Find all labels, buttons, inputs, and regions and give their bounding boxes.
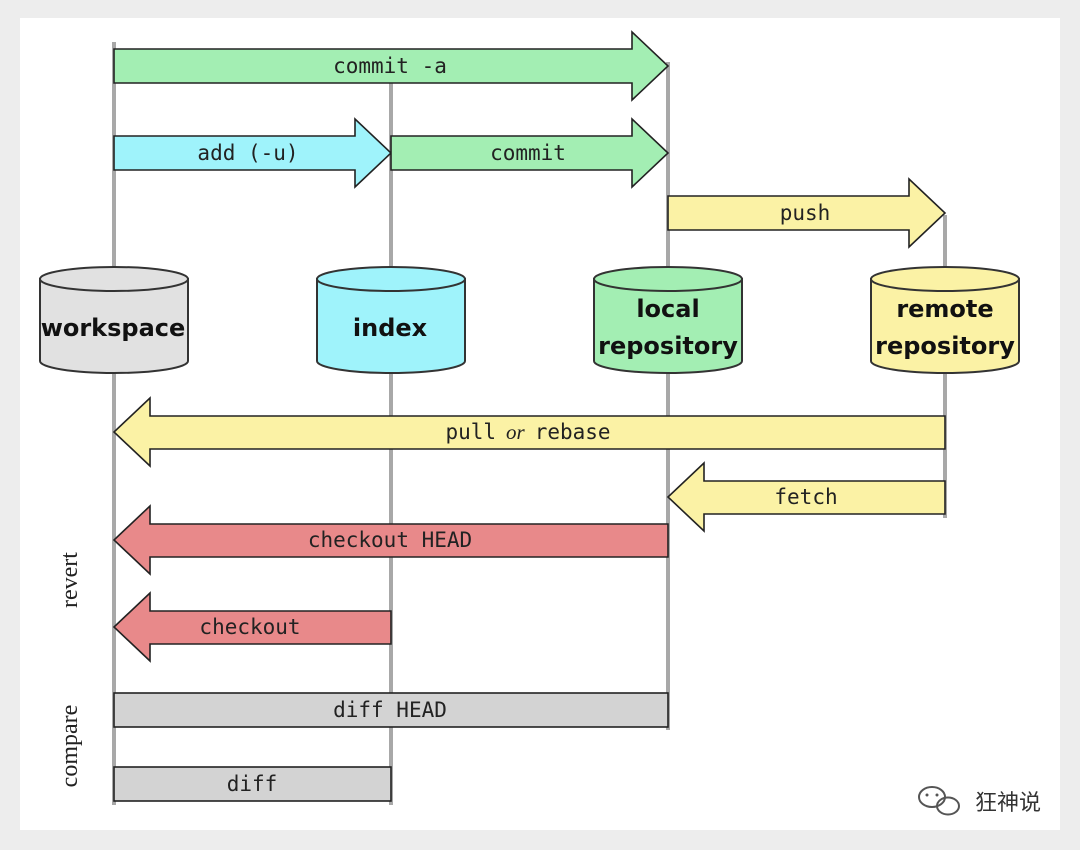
arrow-fetch-label: fetch <box>774 485 837 509</box>
arrow-commit-label: commit <box>490 141 566 165</box>
group-label-revert: revert <box>57 552 83 608</box>
node-remote-label-line1: remote <box>896 295 993 323</box>
group-label-compare: compare <box>57 705 83 788</box>
bar-diff-head-label: diff HEAD <box>333 698 447 722</box>
node-index-label: index <box>353 314 428 342</box>
arrow-checkout-label: checkout <box>199 615 300 639</box>
node-workspace-label: workspace <box>41 314 186 342</box>
wechat-icon <box>918 786 960 816</box>
arrow-commit-a-label: commit -a <box>333 54 447 78</box>
arrow-push: push <box>667 177 947 249</box>
watermark-text: 狂神说 <box>975 791 1041 816</box>
node-index: index <box>316 266 466 374</box>
bar-diff-label: diff <box>227 772 278 796</box>
arrow-push-label: push <box>780 201 831 225</box>
node-remote-repository: remote repository <box>870 266 1020 374</box>
arrow-commit-a: commit -a <box>113 30 670 102</box>
node-workspace: workspace <box>39 266 189 374</box>
bar-diff-head: diff HEAD <box>113 692 669 728</box>
arrow-add-label: add (-u) <box>197 141 298 165</box>
bar-diff: diff <box>113 766 392 802</box>
node-local-label-line1: local <box>636 295 699 323</box>
arrow-fetch: fetch <box>666 461 946 533</box>
node-remote-label-line2: repository <box>875 332 1015 360</box>
node-local-label-line2: repository <box>598 332 738 360</box>
arrow-add: add (-u) <box>113 117 393 189</box>
arrow-pull-rebase-label: pull or rebase <box>445 420 610 444</box>
node-local-repository: local repository <box>593 266 743 374</box>
rebase-label: rebase <box>535 420 611 444</box>
arrow-checkout-head-label: checkout HEAD <box>308 528 472 552</box>
watermark: 狂神说 <box>918 786 1041 816</box>
arrow-commit: commit <box>390 117 670 189</box>
arrow-checkout-head: checkout HEAD <box>112 504 669 576</box>
arrow-pull-rebase: pull or rebase <box>112 396 946 468</box>
arrow-checkout: checkout <box>112 591 392 663</box>
pull-label: pull <box>445 420 496 444</box>
or-label: or <box>506 420 526 444</box>
